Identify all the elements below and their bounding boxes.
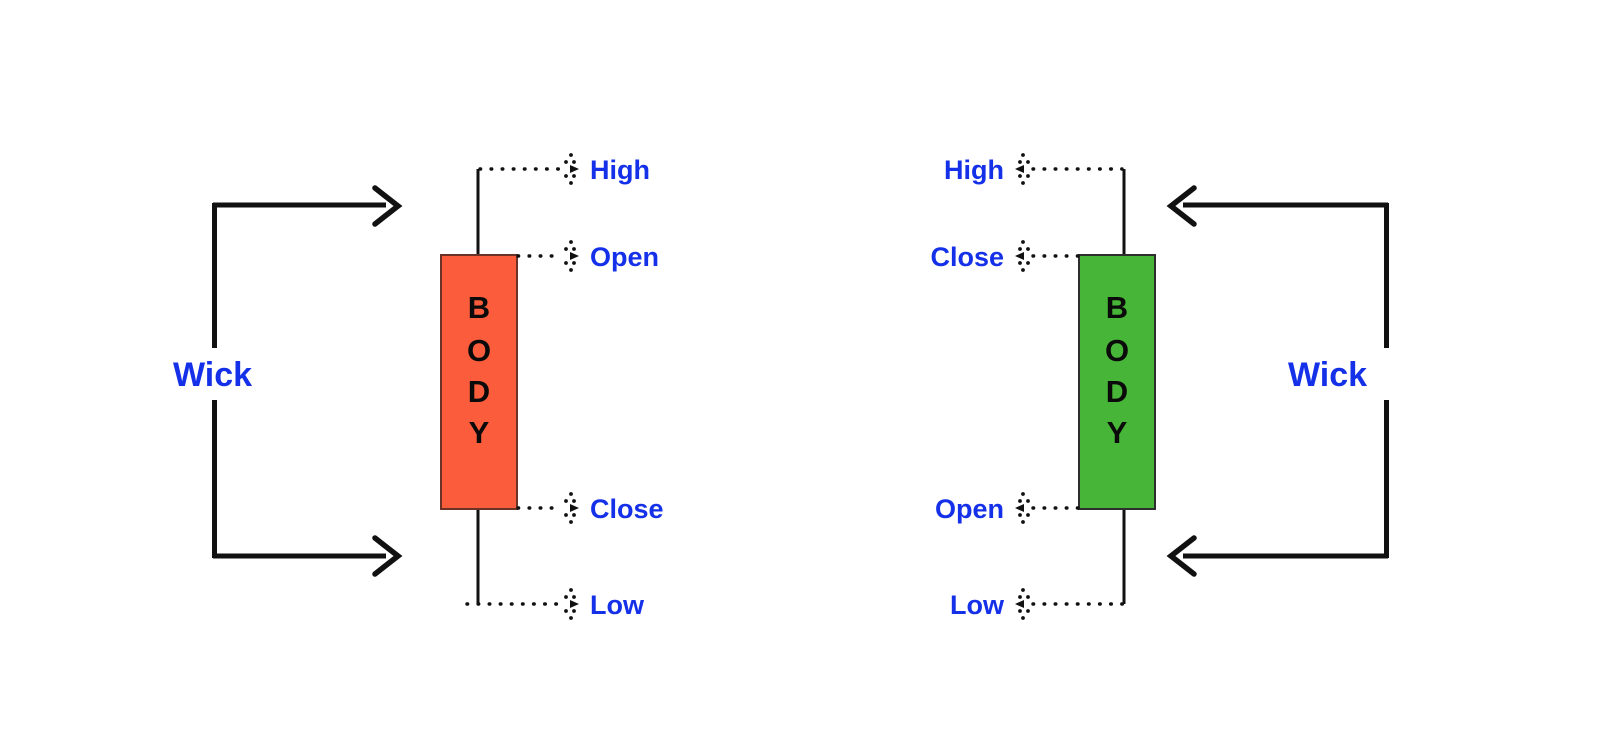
bullish-low-arrowhead: [1015, 588, 1030, 620]
bullish-close-leader: [1015, 240, 1080, 272]
bearish-open-leader: [516, 240, 579, 272]
left-wick-lower-arrowhead: [372, 535, 403, 577]
left-wick-upper-arrowhead: [372, 185, 403, 227]
bearish-open-arrowhead: [564, 240, 579, 272]
bearish-candle-group: B O D Y High: [440, 153, 664, 620]
bearish-body-rect: [440, 254, 518, 510]
bearish-label-high: High: [590, 155, 650, 185]
bullish-label-high: High: [944, 155, 1004, 185]
bullish-high-leader: [1015, 153, 1124, 185]
bullish-body-letter-b: B: [1106, 290, 1128, 325]
bearish-body-letter-y: Y: [469, 415, 490, 450]
bearish-high-arrowhead: [564, 153, 579, 185]
bullish-low-leader: [1015, 588, 1128, 620]
bullish-body-rect: [1078, 254, 1156, 510]
bullish-label-open: Open: [935, 494, 1004, 524]
left-wick-label: Wick: [173, 356, 252, 394]
bullish-body-letter-d: D: [1106, 374, 1128, 409]
bearish-label-low: Low: [590, 590, 645, 620]
bullish-body-letter-o: O: [1105, 333, 1129, 368]
bearish-close-leader: [516, 492, 579, 524]
bearish-label-open: Open: [590, 242, 659, 272]
bearish-body-letter-d: D: [468, 374, 490, 409]
bearish-low-leader: [465, 588, 579, 620]
bullish-label-low: Low: [950, 590, 1005, 620]
bearish-label-close: Close: [590, 494, 664, 524]
bearish-low-arrowhead: [564, 588, 579, 620]
bullish-candle-group: B O D Y High: [930, 153, 1156, 620]
right-wick-upper-arrowhead: [1166, 185, 1197, 227]
right-wick-lower-arrowhead: [1166, 535, 1197, 577]
bullish-label-close: Close: [930, 242, 1004, 272]
bearish-high-leader: [478, 153, 579, 185]
bullish-open-arrowhead: [1015, 492, 1030, 524]
bullish-body-letter-y: Y: [1107, 415, 1128, 450]
right-wick-label: Wick: [1288, 356, 1367, 394]
bearish-close-arrowhead: [564, 492, 579, 524]
bullish-high-arrowhead: [1015, 153, 1030, 185]
bullish-close-arrowhead: [1015, 240, 1030, 272]
bearish-body-letter-o: O: [467, 333, 491, 368]
right-wick-bracket: Wick: [1166, 185, 1389, 577]
bullish-open-leader: [1015, 492, 1080, 524]
left-wick-bracket: Wick: [173, 185, 403, 577]
bearish-body-letter-b: B: [468, 290, 490, 325]
